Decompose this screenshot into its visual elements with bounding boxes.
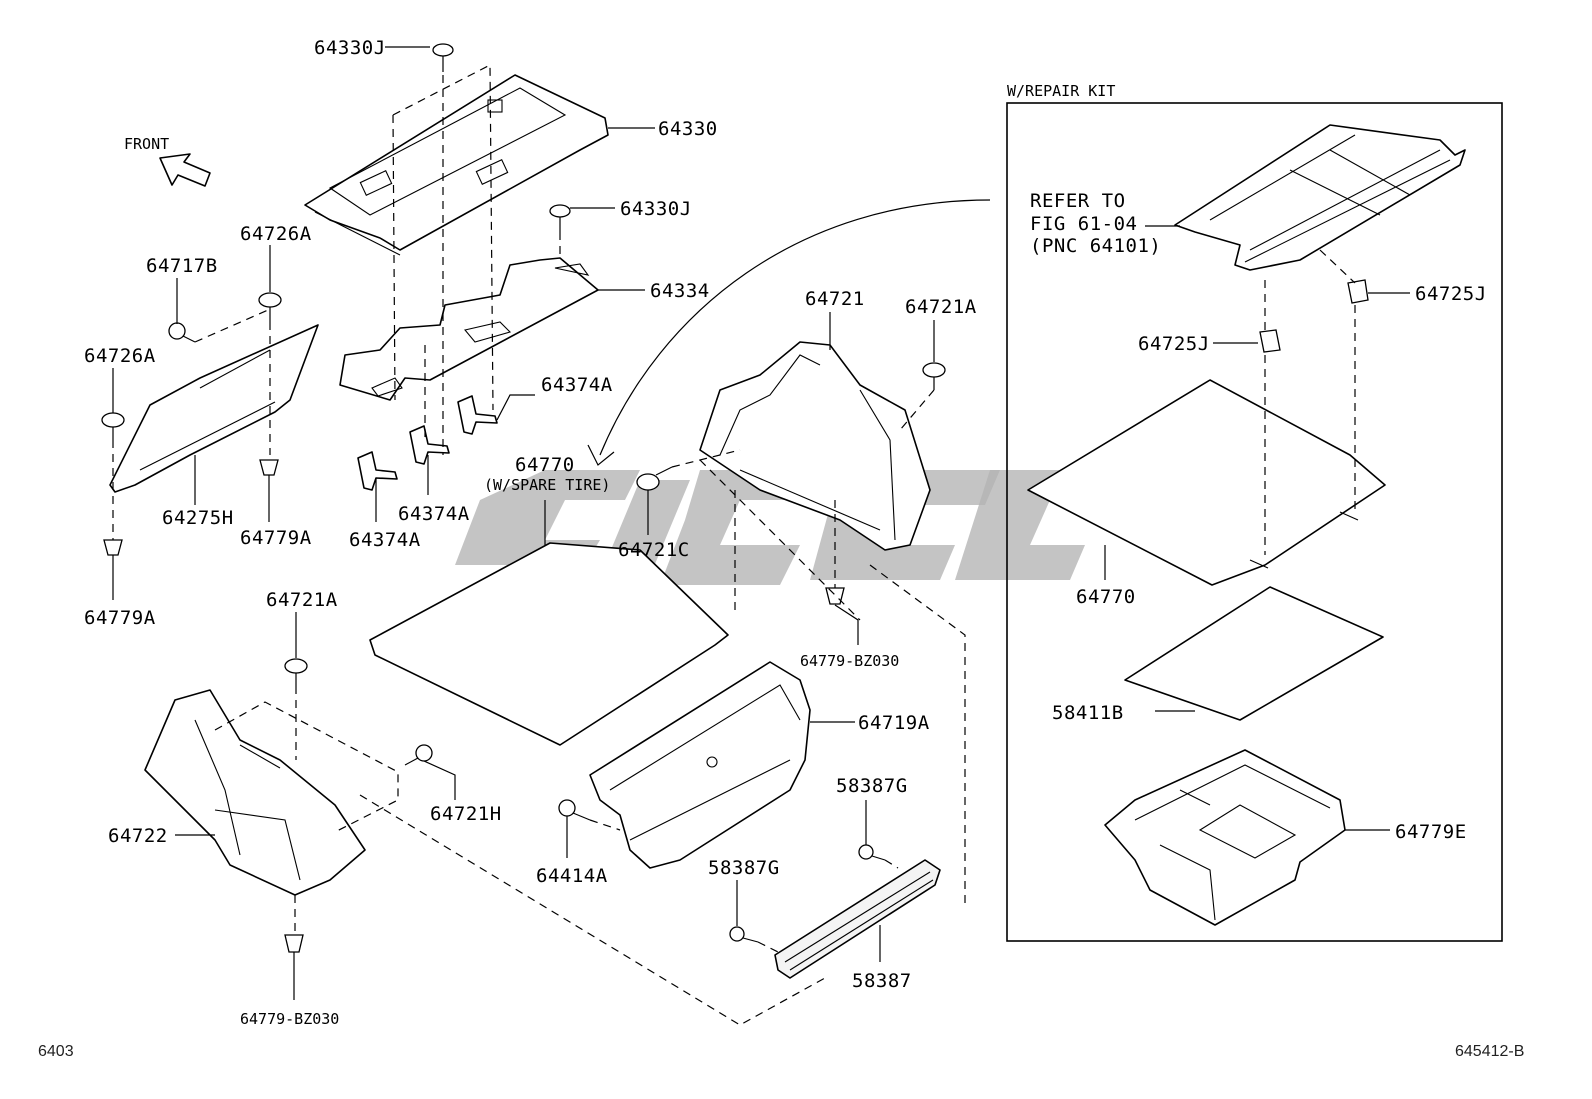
label-64779E: 64779E xyxy=(1395,821,1467,843)
repair-kit-box xyxy=(1006,102,1503,942)
part-64334-panel xyxy=(339,257,599,401)
label-64717B: 64717B xyxy=(146,255,218,277)
part-64721-side-trim xyxy=(699,341,931,551)
label-64374A-right: 64374A xyxy=(541,374,613,396)
clip-64721C xyxy=(636,466,673,491)
part-64722-side-trim xyxy=(144,689,366,896)
clip-64721H xyxy=(404,744,433,766)
label-64374A-left: 64374A xyxy=(349,529,421,551)
clip-64779-BZ030-bottom xyxy=(284,934,304,953)
clip-64721A-right xyxy=(922,362,946,390)
leader-lines xyxy=(112,46,935,1000)
clip-64414A xyxy=(558,799,591,821)
label-58387G-right: 58387G xyxy=(836,775,908,797)
label-64770-kit: 64770 xyxy=(1076,586,1136,608)
label-64721A-left: 64721A xyxy=(266,589,338,611)
label-64779-BZ030-right: 64779-BZ030 xyxy=(800,652,899,670)
clip-58387G-right xyxy=(858,844,886,861)
assembly-lines xyxy=(112,64,966,1026)
relation-arrow xyxy=(587,199,991,466)
part-64770-floor-mat xyxy=(369,542,729,746)
label-64726A-left: 64726A xyxy=(84,345,156,367)
clip-64330J-mid xyxy=(549,204,571,232)
label-58387G-left: 58387G xyxy=(708,857,780,879)
label-64779A-left: 64779A xyxy=(84,607,156,629)
label-refer-line2: FIG 61-04 xyxy=(1030,213,1137,235)
label-64726A-top: 64726A xyxy=(240,223,312,245)
front-label: FRONT xyxy=(124,135,169,153)
label-64722: 64722 xyxy=(108,825,168,847)
label-58411B: 58411B xyxy=(1052,702,1124,724)
label-64374A-mid: 64374A xyxy=(398,503,470,525)
clip-58387G-left xyxy=(729,926,759,943)
label-refer-line1: REFER TO xyxy=(1030,190,1126,212)
clip-64779A-right xyxy=(259,459,279,476)
label-64330: 64330 xyxy=(658,118,718,140)
front-arrow-icon xyxy=(159,153,211,187)
clip-64726A-top xyxy=(258,292,282,322)
clip-64717B xyxy=(168,322,196,343)
label-64719A: 64719A xyxy=(858,712,930,734)
front-indicator: FRONT xyxy=(124,135,211,187)
clip-64779A-left xyxy=(103,539,123,556)
label-repair-kit: W/REPAIR KIT xyxy=(1007,82,1115,100)
repair-kit-frame xyxy=(1006,102,1503,942)
part-labels: 64330J 64330 64330J 64334 64726A 64717B … xyxy=(38,37,1524,1060)
label-refer-line3: (PNC 64101) xyxy=(1030,235,1161,257)
footer-left-code: 6403 xyxy=(38,1043,74,1060)
label-64779-BZ030-bottom: 64779-BZ030 xyxy=(240,1010,339,1028)
label-64721C: 64721C xyxy=(618,539,690,561)
label-64334: 64334 xyxy=(650,280,710,302)
label-64770-note: (W/SPARE TIRE) xyxy=(484,476,610,494)
label-64330J-mid: 64330J xyxy=(620,198,692,220)
footer-right-code: 645412-B xyxy=(1455,1043,1524,1060)
clip-64726A-left xyxy=(101,412,125,440)
label-64721A-right: 64721A xyxy=(905,296,977,318)
part-64330-package-tray xyxy=(304,74,609,256)
clip-64330J-top xyxy=(432,43,454,72)
part-64719A-back-trim xyxy=(589,661,811,869)
clip-64721A-left xyxy=(284,658,308,686)
label-64779A-right: 64779A xyxy=(240,527,312,549)
label-64330J-top: 64330J xyxy=(314,37,386,59)
label-64414A: 64414A xyxy=(536,865,608,887)
label-58387: 58387 xyxy=(852,970,912,992)
label-64725J-left: 64725J xyxy=(1138,333,1210,355)
part-58387-sill-plate xyxy=(774,859,941,979)
label-64725J-right: 64725J xyxy=(1415,283,1487,305)
label-64721H: 64721H xyxy=(430,803,502,825)
label-64770-main: 64770 xyxy=(515,454,575,476)
label-64275H: 64275H xyxy=(162,507,234,529)
label-64721: 64721 xyxy=(805,288,865,310)
part-64275H-side-board xyxy=(109,324,319,493)
